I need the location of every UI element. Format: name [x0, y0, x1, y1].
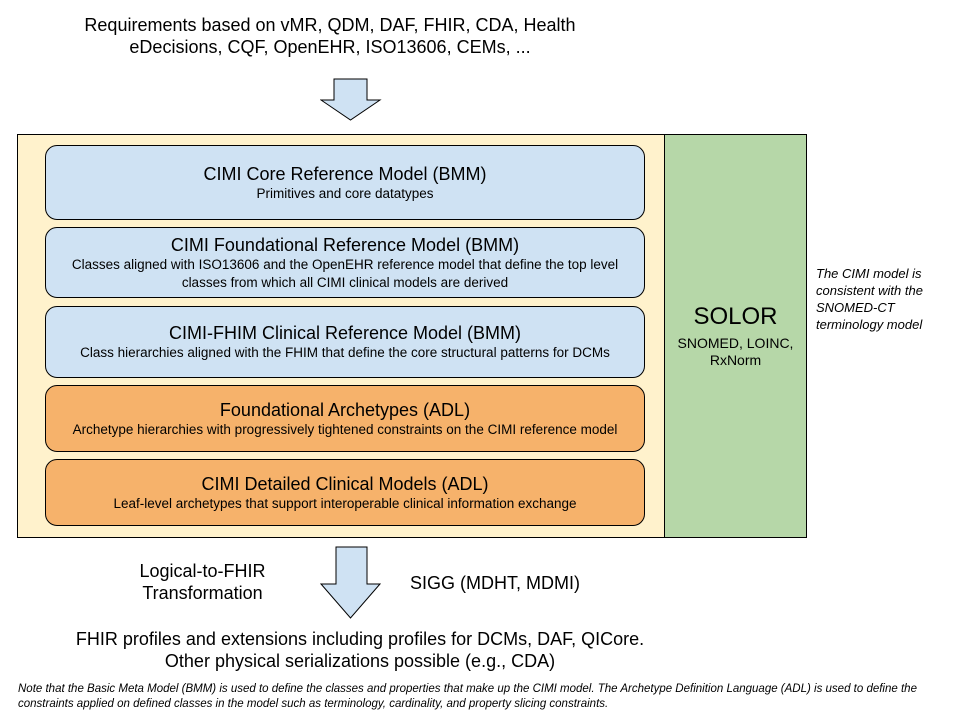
box-title: CIMI Detailed Clinical Models (ADL): [201, 473, 489, 494]
solor-panel: SOLOR SNOMED, LOINC, RxNorm: [665, 134, 807, 538]
box-title: CIMI Foundational Reference Model (BMM): [170, 234, 520, 255]
down-arrow-top: [320, 78, 382, 121]
box-description: Class hierarchies aligned with the FHIM …: [80, 345, 610, 360]
transformation-label: Logical-to-FHIR Transformation: [139, 561, 266, 603]
down-arrow-bottom: [320, 546, 382, 619]
requirements-text: Requirements based on vMR, QDM, DAF, FHI…: [84, 15, 576, 57]
fhir-output-text: FHIR profiles and extensions including p…: [75, 629, 645, 671]
box-detailed-clinical-models: CIMI Detailed Clinical Models (ADL) Leaf…: [45, 459, 645, 526]
box-foundational-reference-model: CIMI Foundational Reference Model (BMM) …: [45, 227, 645, 298]
box-description: Classes aligned with ISO13606 and the Op…: [71, 256, 619, 290]
box-title: Foundational Archetypes (ADL): [219, 399, 471, 420]
solor-subtitle: SNOMED, LOINC, RxNorm: [677, 335, 794, 368]
box-title: CIMI Core Reference Model (BMM): [203, 163, 487, 184]
box-title: CIMI-FHIM Clinical Reference Model (BMM): [168, 323, 522, 343]
snomed-note: The CIMI model is consistent with the SN…: [816, 266, 923, 332]
sigg-label: SIGG (MDHT, MDMI): [410, 573, 580, 593]
box-description: Archetype hierarchies with progressively…: [72, 421, 618, 437]
box-description: Leaf-level archetypes that support inter…: [113, 495, 577, 511]
box-foundational-archetypes: Foundational Archetypes (ADL) Archetype …: [45, 385, 645, 452]
box-description: Primitives and core datatypes: [256, 185, 434, 201]
footnote: Note that the Basic Meta Model (BMM) is …: [18, 683, 917, 710]
box-core-reference-model: CIMI Core Reference Model (BMM) Primitiv…: [45, 145, 645, 220]
box-fhim-clinical-reference-model: CIMI-FHIM Clinical Reference Model (BMM)…: [45, 306, 645, 378]
solor-title: SOLOR: [693, 303, 778, 330]
